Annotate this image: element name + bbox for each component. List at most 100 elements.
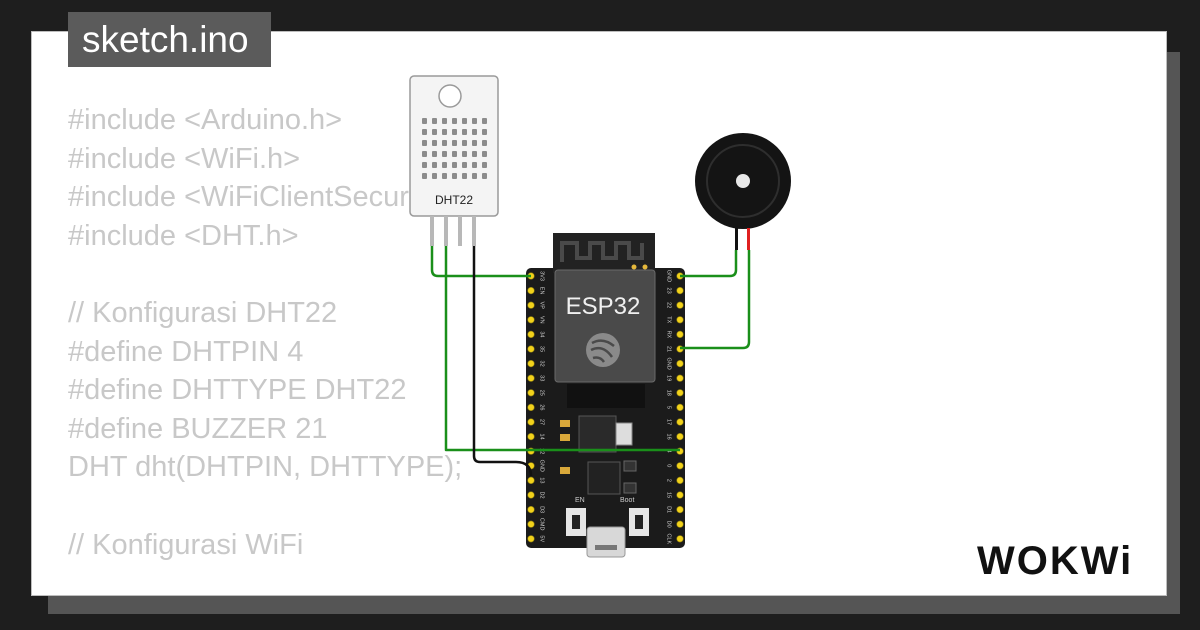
header-pin[interactable] xyxy=(527,374,535,382)
header-pin[interactable] xyxy=(527,301,535,309)
wokwi-logo-text: WOKWi xyxy=(977,539,1133,583)
pin-label: 26 xyxy=(539,404,545,410)
wire-dht-vcc-3v3[interactable] xyxy=(430,246,531,278)
header-pin[interactable] xyxy=(676,506,684,514)
en-label: EN xyxy=(575,497,585,504)
smd-component xyxy=(560,434,570,441)
code-line: // Konfigurasi DHT22 xyxy=(68,296,338,329)
smd-component xyxy=(623,482,637,494)
header-pin[interactable] xyxy=(676,418,684,426)
pin-label: 25 xyxy=(539,390,545,396)
vent-slot xyxy=(432,129,437,135)
file-name-tab[interactable]: sketch.ino xyxy=(68,12,271,67)
micro-usb-port[interactable] xyxy=(586,526,626,558)
vent-slot xyxy=(482,162,487,168)
boot-button-cap xyxy=(635,515,643,529)
pin-label: GND xyxy=(666,270,672,282)
header-pin[interactable] xyxy=(676,535,684,543)
vent-slot xyxy=(442,129,447,135)
header-pin[interactable] xyxy=(676,433,684,441)
vent-slot xyxy=(482,140,487,146)
boot-label: Boot xyxy=(620,497,634,504)
vent-slot xyxy=(472,140,477,146)
header-pin[interactable] xyxy=(527,360,535,368)
antenna-trace xyxy=(560,241,644,262)
esp32-board[interactable]: ESP32 EN Boot 3V3ENVPVN34353233252627141… xyxy=(526,233,685,558)
pin-label: 0 xyxy=(666,464,672,467)
wire-dht-data-gpio4[interactable] xyxy=(444,246,680,452)
header-pin[interactable] xyxy=(676,316,684,324)
pin-label: 18 xyxy=(666,390,672,396)
smd-component xyxy=(560,420,570,427)
header-pin[interactable] xyxy=(527,491,535,499)
wire-buzzer-gpio21[interactable] xyxy=(680,250,751,350)
pin-label: 34 xyxy=(539,331,545,337)
header-pin[interactable] xyxy=(676,360,684,368)
pin-label: D1 xyxy=(666,506,672,513)
header-pin[interactable] xyxy=(527,520,535,528)
vent-slot xyxy=(482,129,487,135)
header-pin[interactable] xyxy=(527,476,535,485)
header-pin[interactable] xyxy=(676,287,684,295)
code-line: #define BUZZER 21 xyxy=(68,412,328,445)
header-pin[interactable] xyxy=(527,287,535,295)
vent-slot xyxy=(452,140,457,146)
header-pin[interactable] xyxy=(527,433,535,441)
code-line: #include <DHT.h> xyxy=(68,219,299,252)
wire-dht-gnd[interactable] xyxy=(472,246,533,477)
pin-label: D2 xyxy=(539,491,545,498)
pin-label: VN xyxy=(539,316,545,324)
smd-component xyxy=(560,467,570,474)
wokwi-logo: WOKWi xyxy=(977,539,1133,583)
header-pin[interactable] xyxy=(676,330,684,339)
module-base xyxy=(567,384,645,408)
header-pin[interactable] xyxy=(527,506,535,514)
pin-label: 14 xyxy=(539,434,545,440)
vent-slot xyxy=(422,151,427,157)
vent-slot xyxy=(462,129,467,135)
vent-slot xyxy=(452,129,457,135)
vent-slot xyxy=(422,173,427,179)
vent-slot xyxy=(422,162,427,168)
pin-label: 35 xyxy=(539,346,545,352)
vent-slot xyxy=(442,140,447,146)
vent-slot xyxy=(472,162,477,168)
vent-slot xyxy=(482,118,487,124)
smd-component xyxy=(623,460,637,472)
header-pin[interactable] xyxy=(676,389,684,397)
voltage-regulator xyxy=(578,415,617,453)
header-pin[interactable] xyxy=(527,389,535,397)
header-pin[interactable] xyxy=(676,520,684,528)
header-pin[interactable] xyxy=(527,345,535,353)
header-pin[interactable] xyxy=(676,301,684,309)
wire-buzzer-gnd[interactable] xyxy=(680,250,738,278)
header-pin[interactable] xyxy=(676,374,684,382)
code-line: #include <Arduino.h> xyxy=(68,104,343,136)
header-pin[interactable] xyxy=(676,462,684,470)
header-pin[interactable] xyxy=(676,476,684,485)
header-pin[interactable] xyxy=(676,403,684,412)
vent-slot xyxy=(452,162,457,168)
vent-slot xyxy=(452,118,457,124)
header-pin[interactable] xyxy=(527,418,535,426)
vent-slot xyxy=(422,129,427,135)
header-pin[interactable] xyxy=(527,403,535,412)
vent-slot xyxy=(472,151,477,157)
pin-label: CMD xyxy=(539,518,545,531)
header-pin[interactable] xyxy=(676,491,684,499)
pin-label: 16 xyxy=(666,434,672,440)
code-line: #define DHTTYPE DHT22 xyxy=(68,374,407,407)
esp32-shield xyxy=(554,269,656,383)
vent-slot xyxy=(482,151,487,157)
header-pin[interactable] xyxy=(527,316,535,324)
pin-label: 3V3 xyxy=(539,271,545,281)
header-pin[interactable] xyxy=(527,330,535,339)
buzzer-hole xyxy=(736,174,750,188)
header-pin[interactable] xyxy=(527,535,535,543)
vent-slot xyxy=(432,173,437,179)
pin-label: CLK xyxy=(666,533,672,544)
buzzer[interactable] xyxy=(695,133,791,250)
vent-slot xyxy=(432,162,437,168)
pin-label: D0 xyxy=(666,521,672,528)
dht22-sensor[interactable]: DHT22 xyxy=(409,75,499,246)
